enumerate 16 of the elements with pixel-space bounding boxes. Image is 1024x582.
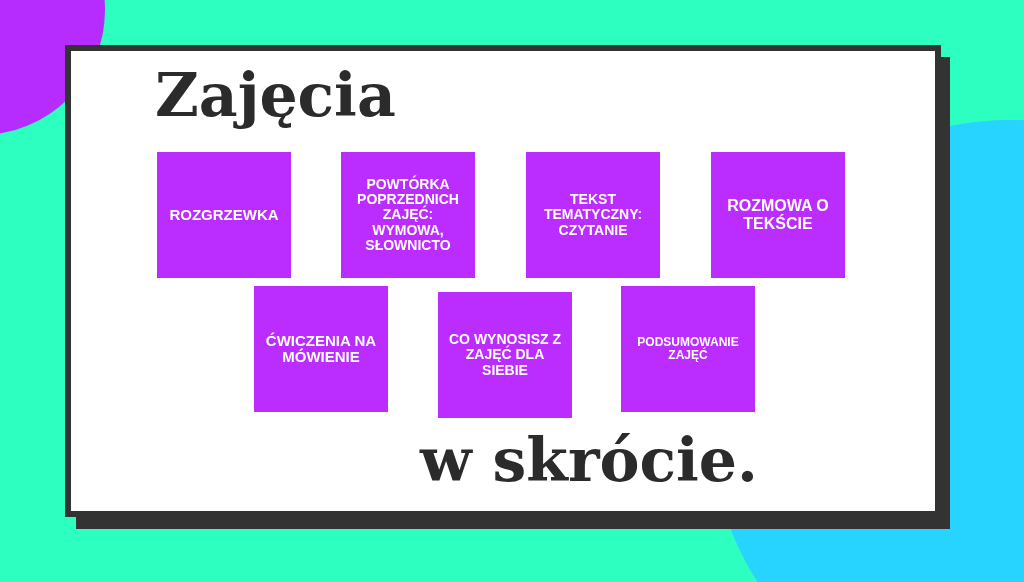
agenda-box (438, 292, 572, 418)
agenda-box (254, 286, 388, 412)
agenda-item-text: ROZGRZEWKA (169, 206, 279, 224)
agenda-box (157, 152, 291, 278)
agenda-item-text: POWTÓRKA POPRZEDNICH ZAJĘĆ: WYMOWA, SŁOWNICTO (356, 176, 460, 254)
agenda-box (621, 286, 755, 412)
title: Zajęcia (155, 60, 396, 130)
agenda-box (526, 152, 660, 278)
agenda-item-text: ROZMOWA O TEKŚCIE (726, 197, 830, 233)
agenda-item-text: ĆWICZENIA NA MÓWIENIE (264, 332, 378, 366)
agenda-box (711, 152, 845, 278)
agenda-box (341, 152, 475, 278)
subtitle: w skrócie. (420, 425, 758, 495)
agenda-item-text: CO WYNOSISZ Z ZAJĘĆ DLA SIEBIE (448, 331, 562, 379)
agenda-item-text: TEKST TEMATYCZNY: CZYTANIE (542, 191, 644, 239)
agenda-item-text: PODSUMOWANIE ZAJĘĆ (636, 335, 740, 363)
